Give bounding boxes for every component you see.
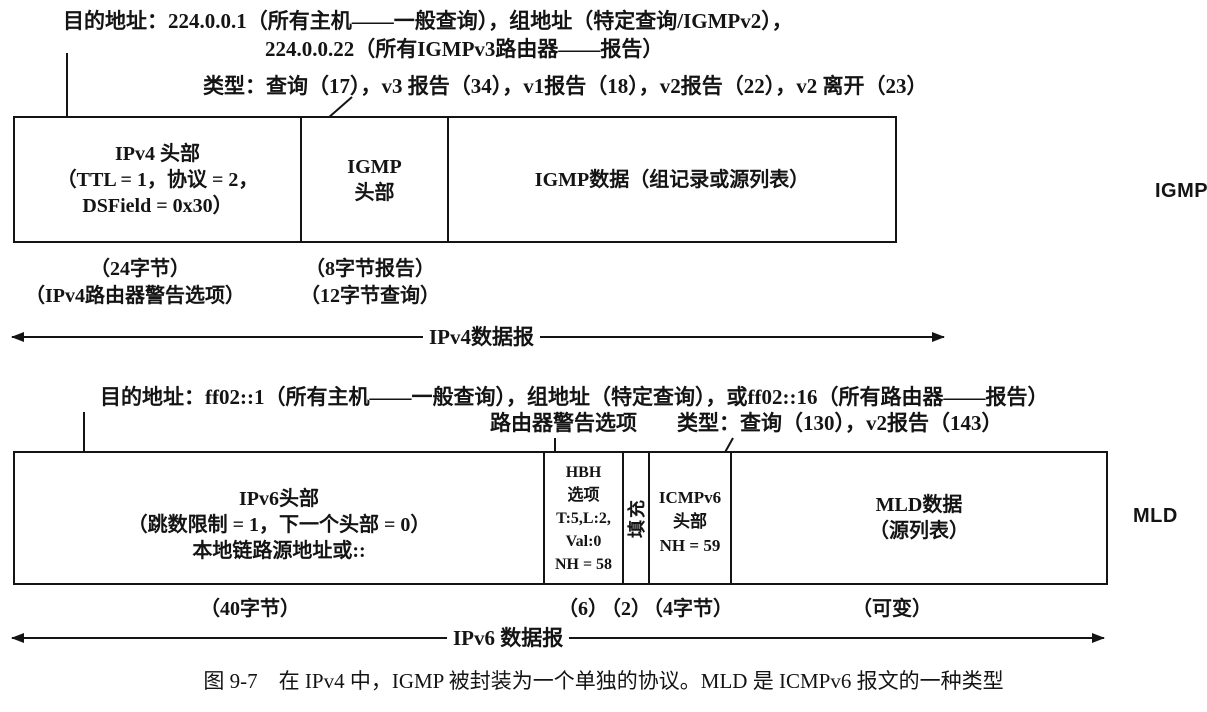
mld-size-variable: （可变） bbox=[852, 598, 932, 620]
mld-box-divider-3 bbox=[648, 453, 650, 583]
hbh-line1: HBH bbox=[565, 463, 602, 481]
igmp-data-line1: IGMP数据（组记录或源列表） bbox=[534, 168, 810, 191]
cell-ipv6-header: IPv6头部 （跳数限制 = 1，下一个头部 = 0） 本地链路源地址或:: bbox=[15, 453, 543, 583]
hbh-line5: NH = 58 bbox=[554, 555, 613, 573]
igmp-header-line1: IGMP bbox=[347, 155, 402, 178]
mld-size-ipv6-bytes: （40字节） bbox=[200, 598, 300, 620]
ipv6-header-line1: IPv6头部 bbox=[239, 488, 319, 510]
igmp-dest-line2: 224.0.0.22（所有IGMPv3路由器——报告） bbox=[265, 37, 664, 61]
igmp-size-ipv4-option: （IPv4路由器警告选项） bbox=[25, 285, 245, 307]
mld-type-line: 类型：查询（130），v2报告（143） bbox=[677, 411, 1003, 435]
mld-dest-line: 目的地址：ff02::1（所有主机——一般查询），组地址（特定查询），或ff02… bbox=[100, 385, 1049, 409]
mld-box-divider-4 bbox=[730, 453, 732, 583]
icmpv6-line3: NH = 59 bbox=[659, 536, 721, 555]
cell-ipv4-header: IPv4 头部 （TTL = 1，协议 = 2， DSField = 0x30） bbox=[15, 118, 300, 241]
cell-hbh-options: HBH 选项 T:5,L:2, Val:0 NH = 58 bbox=[545, 453, 622, 583]
hbh-line2: 选项 bbox=[567, 486, 600, 504]
igmp-box-divider-1 bbox=[300, 118, 302, 241]
igmp-size-query-bytes: （12字节查询） bbox=[300, 285, 440, 307]
cell-igmp-data: IGMP数据（组记录或源列表） bbox=[449, 118, 895, 241]
igmp-size-ipv4-bytes: （24字节） bbox=[90, 258, 190, 280]
ipv4-header-line2: （TTL = 1，协议 = 2， bbox=[56, 168, 259, 191]
mld-size-icmpv6-bytes: （4字节） bbox=[643, 598, 733, 620]
hbh-line3: T:5,L:2, bbox=[556, 509, 611, 527]
mld-data-line2: （源列表） bbox=[869, 520, 969, 542]
cell-mld-data: MLD数据 （源列表） bbox=[732, 453, 1106, 583]
ipv4-header-line3: DSField = 0x30） bbox=[82, 194, 233, 217]
padding-label: 填充 bbox=[627, 498, 647, 538]
router-alert-label: 路由器警告选项 bbox=[490, 411, 637, 435]
mld-size-pad-bytes: （2） bbox=[601, 598, 651, 620]
mld-size-hbh-bytes: （6） bbox=[558, 598, 608, 620]
mld-packet-box: IPv6头部 （跳数限制 = 1，下一个头部 = 0） 本地链路源地址或:: H… bbox=[13, 451, 1108, 585]
igmp-protocol-label: IGMP bbox=[1155, 180, 1207, 202]
ipv6-datagram-label: IPv6 数据报 bbox=[447, 625, 570, 651]
igmp-type-line: 类型：查询（17），v3 报告（34），v1报告（18），v2报告（22），v2… bbox=[203, 74, 928, 98]
figure-caption: 图 9-7 在 IPv4 中，IGMP 被封装为一个单独的协议。MLD 是 IC… bbox=[203, 669, 1004, 693]
igmp-size-report-bytes: （8字节报告） bbox=[305, 258, 435, 280]
hbh-line4: Val:0 bbox=[565, 532, 602, 550]
igmp-dest-line1: 目的地址：224.0.0.1（所有主机——一般查询），组地址（特定查询/IGMP… bbox=[63, 9, 793, 33]
mld-protocol-label: MLD bbox=[1133, 505, 1178, 527]
cell-igmp-header: IGMP 头部 bbox=[302, 118, 447, 241]
mld-data-line1: MLD数据 bbox=[875, 494, 963, 516]
igmp-box-divider-2 bbox=[447, 118, 449, 241]
mld-box-divider-2 bbox=[622, 453, 624, 583]
igmp-packet-box: IPv4 头部 （TTL = 1，协议 = 2， DSField = 0x30）… bbox=[13, 116, 897, 243]
ipv4-datagram-label: IPv4数据报 bbox=[423, 324, 540, 350]
igmp-header-line2: 头部 bbox=[354, 181, 395, 204]
ipv6-header-line3: 本地链路源地址或:: bbox=[192, 540, 366, 562]
cell-icmpv6-header: ICMPv6 头部 NH = 59 bbox=[650, 453, 730, 583]
icmpv6-line1: ICMPv6 bbox=[658, 488, 722, 507]
cell-padding: 填充 bbox=[624, 453, 648, 583]
icmpv6-line2: 头部 bbox=[673, 512, 707, 531]
mld-box-divider-1 bbox=[543, 453, 545, 583]
ipv6-header-line2: （跳数限制 = 1，下一个头部 = 0） bbox=[127, 514, 431, 536]
ipv4-header-line1: IPv4 头部 bbox=[115, 142, 200, 165]
